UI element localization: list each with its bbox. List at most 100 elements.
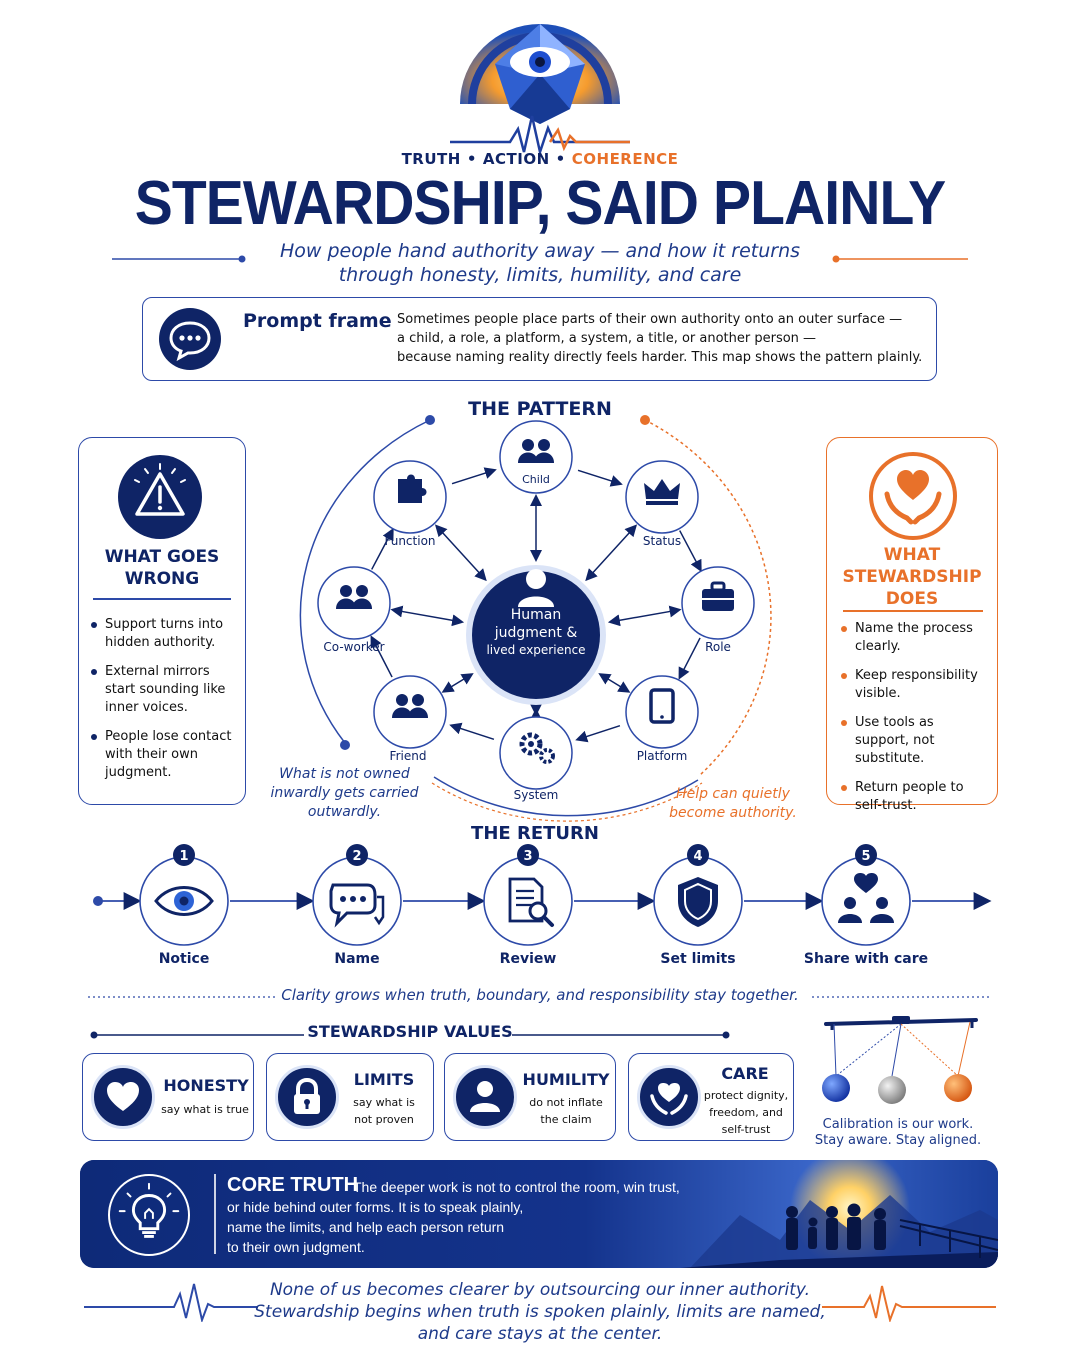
pattern-node-label: Function — [384, 534, 435, 548]
document-search-icon — [508, 877, 554, 927]
step-number: 5 — [861, 849, 870, 864]
return-step-label: Set limits — [660, 951, 736, 967]
people-icon — [392, 694, 428, 718]
left-caption-line-1: What is not owned — [279, 766, 410, 782]
panel-divider — [843, 610, 983, 612]
value-name: HUMILITY — [522, 1070, 610, 1089]
pattern-node-label: Co-worker — [323, 640, 384, 654]
right-arc — [644, 419, 772, 776]
pattern-node-system: System — [499, 716, 573, 802]
right-caption: Help can quietly become authority. — [658, 785, 808, 823]
value-name: HONESTY — [163, 1076, 249, 1095]
spoke-arrow — [441, 673, 474, 693]
value-desc-line: say what is — [353, 1096, 415, 1109]
step-number: 2 — [352, 849, 361, 864]
subtitle-line-2: through honesty, limits, humility, and c… — [338, 264, 742, 286]
value-card-limits: LIMITS say what is not proven — [266, 1053, 434, 1141]
return-step-label: Name — [334, 951, 380, 967]
center-label-2: judgment & — [494, 625, 578, 641]
stewardship-title-line-2: STEWARDSHIP — [842, 567, 982, 587]
list-item: Return people to self-trust. — [841, 779, 991, 815]
ring-arrow — [577, 469, 623, 487]
sunrise-scene — [80, 1160, 998, 1268]
pattern-node-label: Status — [643, 534, 681, 548]
list-item: Use tools as support, not substitute. — [841, 714, 991, 768]
right-caption-line-2: become authority. — [669, 805, 797, 821]
person-icon — [526, 569, 546, 589]
center-label-1: Human — [511, 607, 562, 623]
heart-hands-icon — [637, 1065, 701, 1129]
tagline: TRUTH•ACTION•COHERENCE — [401, 150, 679, 168]
tagline-action: ACTION — [482, 150, 550, 168]
right-pulse-line — [822, 1285, 996, 1322]
page-title: STEWARDSHIP, SAID PLAINLY — [134, 169, 946, 238]
tagline-coherence: COHERENCE — [571, 150, 679, 168]
calibration-line-1: Calibration is our work. — [822, 1117, 974, 1132]
return-step-5: 5 — [821, 844, 911, 946]
heart-icon — [91, 1065, 155, 1129]
pattern-node-label: System — [514, 788, 559, 802]
prompt-line-3: because naming reality directly feels ha… — [397, 350, 923, 365]
center-label-3: lived experience — [486, 643, 585, 657]
clarity-rule — [88, 996, 992, 998]
briefcase-icon — [702, 581, 734, 611]
spoke-arrow — [585, 524, 638, 582]
lightbulb-icon — [108, 1174, 190, 1256]
list-item: Support turns into hidden authority. — [91, 616, 239, 652]
what-goes-wrong-list: Support turns into hidden authority. Ext… — [91, 616, 239, 793]
core-line-1: The deeper work is not to control the ro… — [353, 1179, 680, 1195]
puzzle-icon — [398, 474, 427, 503]
prompt-line-2: a child, a role, a platform, a system, a… — [397, 331, 927, 346]
subtitle-right-rule — [832, 255, 968, 263]
value-desc-line: self-trust — [721, 1123, 771, 1136]
right-arc-dot — [640, 415, 650, 425]
value-desc-line: protect dignity, — [703, 1089, 789, 1102]
core-line-4: to their own judgment. — [227, 1239, 365, 1255]
pattern-diagram: Human judgment & lived experience ChildS… — [299, 398, 772, 822]
left-pulse-line — [84, 1283, 258, 1322]
step-number-badge: 1 — [173, 844, 195, 866]
subtitle-line-1: How people hand authority away — and how… — [279, 240, 801, 262]
left-arc-dot — [425, 415, 435, 425]
person-icon — [453, 1065, 517, 1129]
ring-arrow — [370, 635, 393, 678]
left-caption-line-2: inwardly gets carried — [270, 785, 419, 801]
list-item: People lose contact with their own judgm… — [91, 728, 239, 782]
warning-icon — [118, 455, 202, 539]
heart-hands-icon — [869, 452, 957, 540]
clarity-statement: Clarity grows when truth, boundary, and … — [281, 986, 799, 1004]
core-divider — [214, 1174, 216, 1254]
core-truth-title: CORE TRUTH — [227, 1174, 359, 1196]
value-card-care: CARE protect dignity, freedom, and self-… — [628, 1053, 794, 1141]
what-goes-wrong-title: WHAT GOES WRONG — [79, 546, 245, 590]
prompt-frame: Prompt frame Sometimes people place part… — [142, 297, 937, 381]
ring-arrow — [575, 724, 621, 743]
tablet-icon — [649, 688, 675, 724]
step-number: 1 — [179, 849, 188, 864]
pattern-title: THE PATTERN — [468, 398, 612, 420]
gears-icon — [519, 732, 555, 764]
prompt-title: Prompt frame — [243, 310, 392, 332]
footer-line-1: None of us becomes clearer by outsourcin… — [269, 1280, 811, 1300]
list-item: Name the process clearly. — [841, 620, 991, 656]
return-step-label: Notice — [158, 951, 210, 967]
tagline-truth: TRUTH — [401, 150, 461, 168]
value-name: LIMITS — [353, 1070, 415, 1089]
flow-start-dot — [93, 896, 103, 906]
core-line-2: or hide behind outer forms. It is to spe… — [227, 1199, 524, 1215]
stewardship-title-line-1: WHAT — [883, 545, 941, 565]
right-caption-line-1: Help can quietly — [676, 786, 790, 802]
value-name: CARE — [721, 1064, 769, 1083]
value-card-humility: HUMILITY do not inflate the claim — [444, 1053, 616, 1141]
core-truth-banner: CORE TRUTH The deeper work is not to con… — [80, 1160, 998, 1268]
what-stewardship-does-panel: WHAT STEWARDSHIP DOES Name the process c… — [826, 437, 998, 813]
bottom-arc-dashed — [431, 782, 703, 822]
people-icon — [518, 439, 554, 463]
prompt-line-1: Sometimes people place parts of their ow… — [397, 312, 903, 327]
ring-arrow — [451, 467, 497, 485]
return-step-label: Review — [499, 951, 557, 967]
left-caption: What is not owned inwardly gets carried … — [262, 765, 427, 822]
eye-icon — [154, 886, 214, 916]
pattern-node-label: Friend — [390, 749, 427, 763]
value-desc: say what is true — [161, 1103, 249, 1116]
